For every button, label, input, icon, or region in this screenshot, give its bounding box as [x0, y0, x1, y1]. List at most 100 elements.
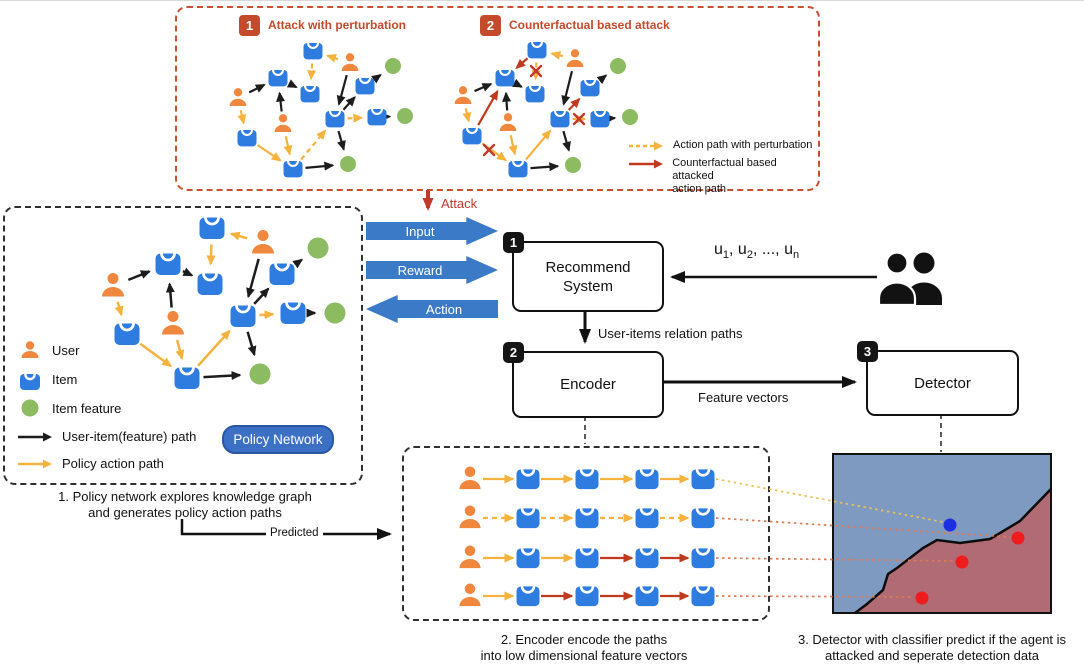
- edge-red: [569, 99, 580, 110]
- item-icon: [526, 81, 545, 102]
- edge-black: [248, 259, 258, 297]
- user-icon: [252, 230, 274, 254]
- item-icon: [576, 502, 599, 528]
- feature-icon: [250, 364, 271, 385]
- edge-yellow: [259, 314, 273, 315]
- user-list-label: u1, u2, ..., un: [714, 241, 799, 261]
- item-icon: [528, 37, 547, 58]
- edge-black: [506, 93, 507, 110]
- user-icon: [102, 273, 124, 297]
- user-items-relation-label: User-items relation paths: [598, 326, 743, 341]
- edge-yellow: [118, 302, 122, 315]
- edge-black: [531, 166, 558, 168]
- feature-icon: [385, 58, 401, 74]
- edge-yellow: [231, 234, 247, 239]
- edge-black: [339, 75, 347, 104]
- predicted-label: Predicted: [266, 527, 323, 539]
- caption-step1-line2: and generates policy action paths: [20, 505, 350, 521]
- item-icon: [517, 463, 540, 489]
- edge-yellow: [140, 344, 171, 366]
- item-icon: [356, 73, 375, 94]
- feature-icon: [308, 238, 329, 259]
- caption-step2-line1: 2. Encoder encode the paths: [402, 632, 766, 648]
- feature-vectors-label: Feature vectors: [698, 390, 788, 405]
- item-icon: [304, 38, 323, 59]
- detector-box: 3 Detector: [866, 350, 1019, 416]
- item-icon: [326, 106, 345, 127]
- attack-label: Attack: [441, 196, 477, 211]
- edge-black: [563, 131, 568, 150]
- item-icon: [591, 106, 610, 127]
- item-icon: [368, 104, 387, 125]
- edge-yellow: [257, 145, 280, 160]
- item-icon: [509, 156, 528, 177]
- item-icon: [692, 580, 715, 606]
- edge-black: [600, 75, 606, 80]
- user-icon: [459, 506, 480, 529]
- item-icon: [156, 247, 181, 275]
- user-icon: [275, 114, 292, 132]
- item-icon: [576, 542, 599, 568]
- item-icon: [581, 75, 600, 96]
- edge-black: [183, 271, 192, 275]
- feature-icon: [340, 156, 356, 172]
- edge-ydash: [348, 118, 362, 119]
- edge-yellow: [198, 331, 230, 366]
- item-icon: [281, 296, 306, 324]
- user-icon: [230, 88, 247, 106]
- edge-yellow: [466, 108, 469, 121]
- encoder-box: 2 Encoder: [512, 351, 664, 418]
- caption-step3-line1: 3. Detector with classifier predict if t…: [780, 632, 1084, 648]
- edge-black: [280, 93, 282, 111]
- caption-step1: 1. Policy network explores knowledge gra…: [20, 489, 350, 521]
- attacked-point: [1012, 532, 1025, 545]
- edge-black: [338, 131, 343, 149]
- item-icon: [692, 542, 715, 568]
- edge-black: [305, 165, 332, 167]
- item-icon: [517, 542, 540, 568]
- edge-black: [564, 71, 572, 104]
- item-icon: [115, 317, 140, 345]
- item-icon: [636, 502, 659, 528]
- item-icon: [238, 125, 257, 146]
- item-icon: [269, 65, 288, 86]
- edge-yellow: [286, 136, 290, 154]
- edge-yellow: [552, 54, 563, 57]
- caption-step2: 2. Encoder encode the paths into low dim…: [402, 632, 766, 664]
- edge-black: [516, 84, 522, 87]
- item-icon: [551, 106, 570, 127]
- detector-label: Detector: [891, 374, 995, 393]
- attacked-point: [916, 592, 929, 605]
- edge-black: [475, 84, 492, 91]
- user-icon: [459, 546, 480, 569]
- edge-black: [203, 375, 240, 377]
- user-icon: [500, 113, 517, 131]
- item-icon: [301, 81, 320, 102]
- item-icon: [517, 502, 540, 528]
- recommend-system-box: 1 Recommend System: [512, 241, 664, 312]
- recommend-system-label: Recommend System: [536, 258, 640, 296]
- edge-ydash: [241, 110, 244, 123]
- feature-icon: [397, 108, 413, 124]
- edge-black: [254, 289, 268, 304]
- item-icon: [636, 542, 659, 568]
- feature-icon: [325, 303, 346, 324]
- user-icon: [455, 86, 472, 104]
- user-icon: [567, 49, 584, 67]
- item-icon: [636, 580, 659, 606]
- user-icon: [459, 467, 480, 490]
- attacked-point: [956, 556, 969, 569]
- caption-step2-line2: into low dimensional feature vectors: [402, 648, 766, 664]
- users-icon: [879, 253, 942, 306]
- item-icon: [284, 156, 303, 177]
- edge-ydash: [301, 131, 325, 160]
- edge-yellow: [526, 131, 550, 160]
- item-icon: [636, 463, 659, 489]
- item-icon: [576, 580, 599, 606]
- edge-black: [128, 271, 149, 279]
- item-icon: [270, 257, 295, 285]
- edge-black: [248, 332, 255, 355]
- item-icon: [517, 580, 540, 606]
